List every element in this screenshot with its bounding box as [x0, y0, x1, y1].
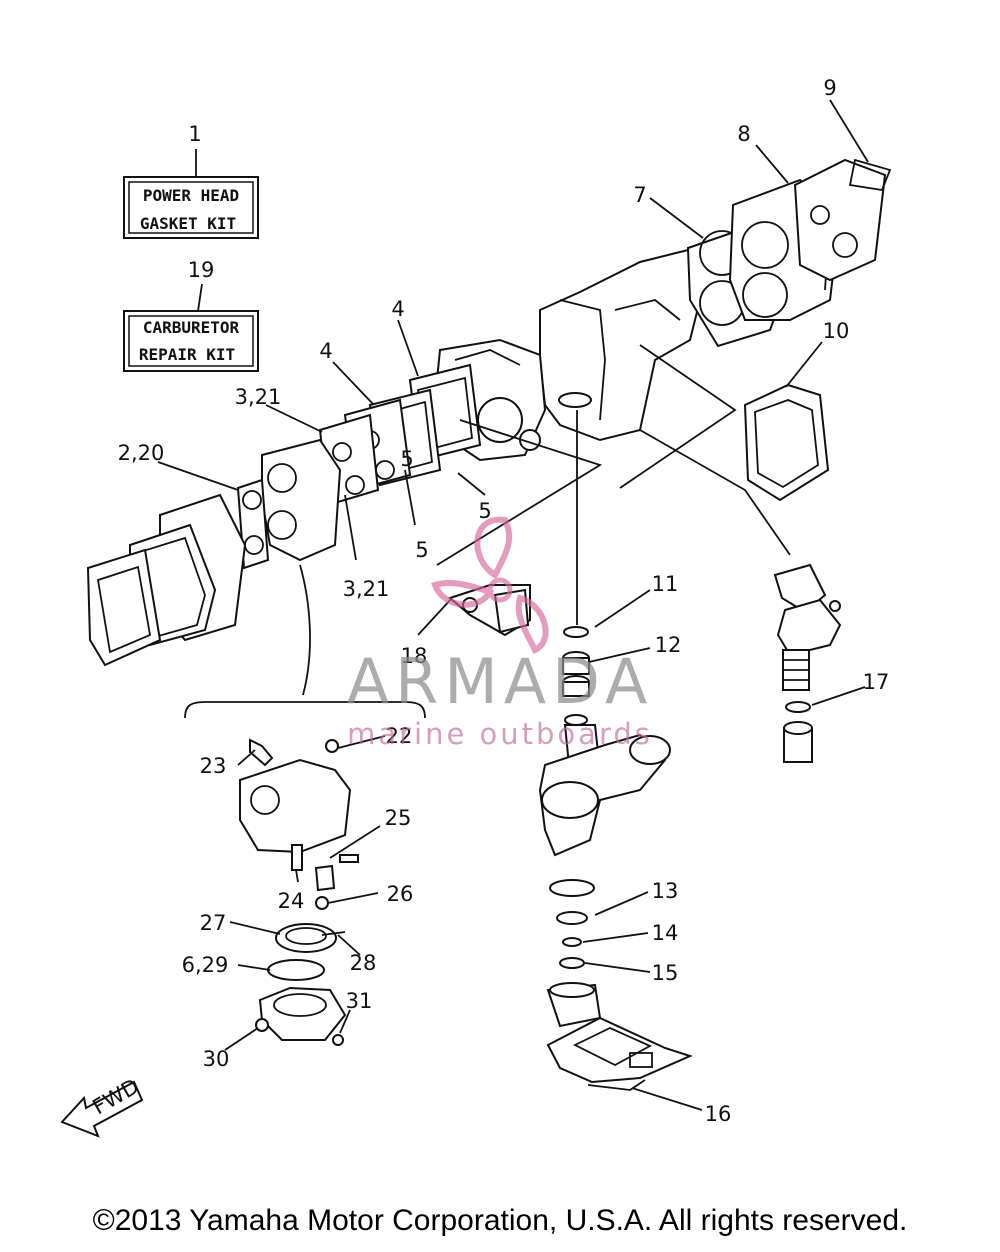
callout-9: 9: [823, 76, 836, 100]
callout-3-21-upper: 3,21: [235, 385, 282, 409]
callout-16: 16: [705, 1102, 732, 1126]
reference-line-a: [436, 419, 603, 566]
callout-17: 17: [863, 670, 890, 694]
group-bracket: [184, 701, 426, 719]
callout-14: 14: [652, 921, 679, 945]
callout-15: 15: [652, 961, 679, 985]
exhaust-cover-gasket-10: [743, 383, 830, 502]
callout-11: 11: [652, 572, 679, 596]
watermark-tagline: marine outboards: [347, 717, 653, 751]
callout-7: 7: [633, 183, 646, 207]
copyright-notice: ©2013 Yamaha Motor Corporation, U.S.A. A…: [92, 1204, 908, 1237]
fuel-pump-17: [773, 563, 842, 763]
callout-leaders: [157, 99, 869, 1111]
callout-25: 25: [385, 806, 412, 830]
callout-19: 19: [188, 258, 215, 282]
head-cover-gasket-9: [793, 158, 892, 282]
intake-silencer: [86, 493, 247, 667]
callout-24: 24: [278, 889, 305, 913]
reed-valve-gaskets-4-5: [318, 363, 482, 507]
crankshaft-assembly: [538, 410, 671, 1028]
callout-3-21-lower: 3,21: [343, 577, 390, 601]
callout-2-20: 2,20: [118, 441, 165, 465]
carburetor-repair-parts: [239, 738, 359, 1046]
kit-1-line-1: POWER HEAD: [143, 186, 239, 205]
callout-8: 8: [737, 122, 750, 146]
carburetor-body: [236, 438, 342, 570]
callout-26: 26: [387, 882, 414, 906]
callout-27: 27: [200, 911, 227, 935]
callout-22: 22: [386, 724, 413, 748]
lower-gasket-16: [546, 1016, 693, 1091]
propeller-logo-icon: [431, 516, 549, 655]
callout-5-right: 5: [478, 499, 491, 523]
kit-2-line-2: REPAIR KIT: [139, 345, 235, 364]
callout-12: 12: [655, 633, 682, 657]
callout-31: 31: [346, 989, 373, 1013]
callout-13: 13: [652, 879, 679, 903]
callout-10: 10: [823, 319, 850, 343]
callout-5-left: 5: [415, 538, 428, 562]
callout-18: 18: [401, 644, 428, 668]
reference-line-c: [639, 429, 791, 556]
reference-line-b: [619, 344, 737, 489]
callout-28: 28: [350, 951, 377, 975]
callout-1: 1: [188, 122, 201, 146]
callout-23: 23: [200, 754, 227, 778]
callout-30: 30: [203, 1047, 230, 1071]
callout-4-upper: 4: [391, 297, 404, 321]
fuel-line: [299, 564, 311, 696]
kit-2-line-1: CARBURETOR: [143, 318, 240, 337]
callout-4-lower: 4: [319, 339, 332, 363]
power-head-gasket-kit-box: POWER HEAD GASKET KIT: [123, 149, 259, 239]
watermark-brand: ARMADA: [347, 645, 653, 718]
callout-numbers: 1 19 2,20 3,21 3,21 4 4 5 5 6,29 7 8 9 1…: [118, 76, 890, 1126]
kit-1-line-2: GASKET KIT: [140, 214, 236, 233]
forward-direction-arrow: FWD: [60, 1074, 144, 1138]
carburetor-repair-kit-box: CARBURETOR REPAIR KIT: [123, 283, 259, 372]
callout-5-middle: 5: [400, 447, 413, 471]
armada-watermark: ARMADA marine outboards: [347, 516, 653, 751]
callout-6-29: 6,29: [182, 953, 229, 977]
